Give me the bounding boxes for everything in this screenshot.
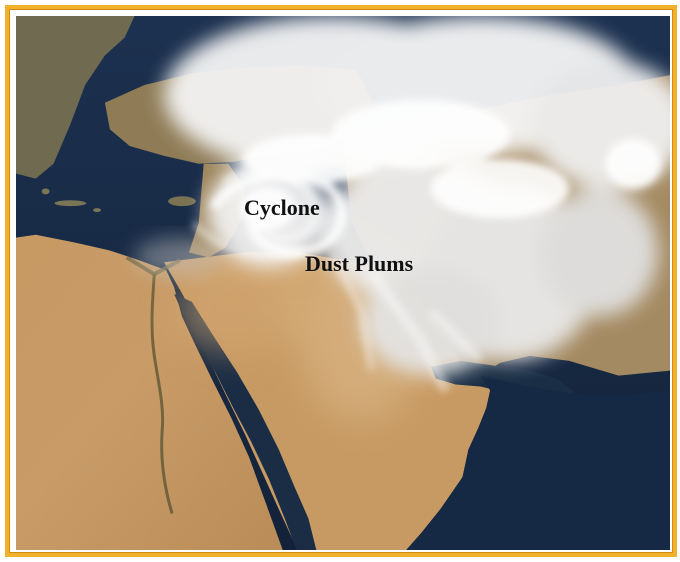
satellite-image	[16, 16, 670, 550]
satellite-image-rendering	[16, 16, 670, 550]
satellite-image-frame	[5, 5, 677, 557]
dust-plums-label: Dust Plums	[305, 251, 414, 276]
cyclone-label: Cyclone	[244, 195, 320, 220]
